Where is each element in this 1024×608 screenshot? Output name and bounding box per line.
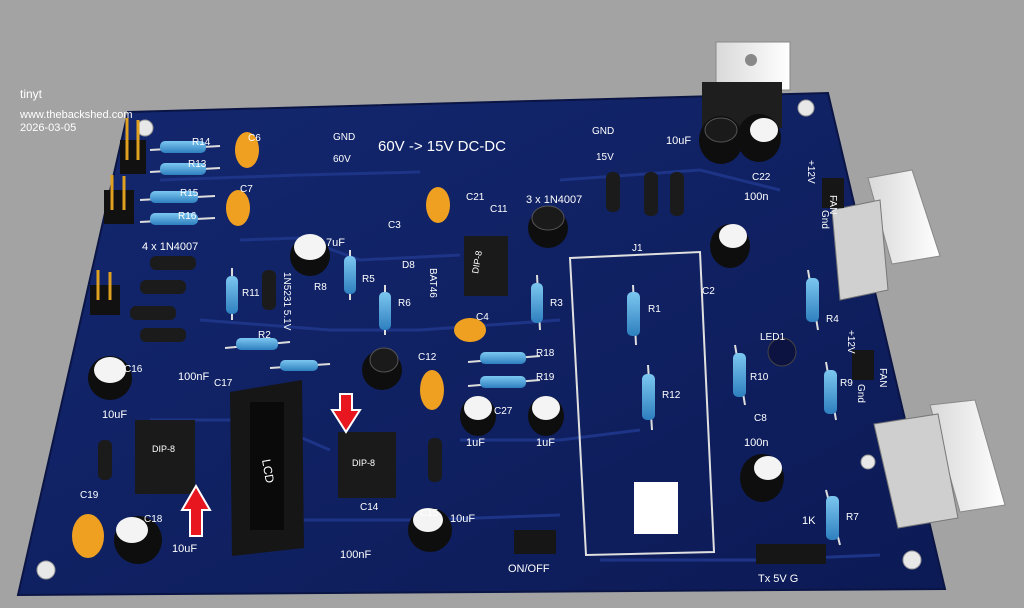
label-c27: C27 [494, 406, 513, 417]
label-1uf-b: 1uF [536, 437, 555, 449]
board-title: 60V -> 15V DC-DC [378, 138, 506, 155]
label-47uf: 7uF [326, 237, 345, 249]
label-100n-c22: 100n [744, 191, 768, 203]
label-c19: C19 [80, 490, 99, 501]
label-lcd-header: LCD [259, 458, 277, 484]
label-r10: R10 [750, 372, 769, 383]
label-1uf-a: 1uF [466, 437, 485, 449]
label-r8: R8 [314, 282, 327, 293]
label-r4: R4 [826, 314, 839, 325]
label-r19: R19 [536, 372, 555, 383]
label-onoff: ON/OFF [508, 563, 550, 575]
label-10uf-top: 10uF [666, 135, 691, 147]
label-bat46: BAT46 [427, 268, 438, 298]
annotation-arrows [180, 393, 362, 537]
voltage-regulator-right-lower [873, 399, 1006, 529]
label-r13: R13 [188, 159, 207, 170]
label-dip8-c: DIP-8 [352, 458, 375, 468]
label-c2: C2 [702, 286, 715, 297]
label-r12: R12 [662, 390, 681, 401]
watermark-user: tinyt [20, 87, 43, 101]
label-c12: C12 [418, 352, 437, 363]
label-15v: 15V [596, 152, 614, 163]
label-diodes-left: 4 x 1N4007 [142, 241, 198, 253]
label-c16: C16 [124, 364, 143, 375]
label-c6: C6 [248, 133, 261, 144]
j1-socket [568, 250, 716, 557]
label-j1: J1 [632, 243, 643, 254]
label-60v: 60V [333, 154, 351, 165]
label-fan-top-plus: +12V [805, 160, 816, 184]
label-100nf-c14: 100nF [340, 549, 371, 561]
label-c11: C11 [490, 204, 508, 215]
tantalum-capacitors [72, 132, 486, 558]
label-gnd-left: GND [333, 132, 355, 143]
dip8-chips [135, 236, 508, 498]
led-component [767, 337, 797, 367]
electrolytic-capacitors [88, 114, 784, 564]
label-fan-top: FAN [827, 195, 838, 214]
label-fan-bot-gnd: Gnd [855, 384, 866, 403]
label-r16: R16 [178, 211, 197, 222]
watermark-site: www.thebackshed.com [20, 109, 133, 121]
label-10uf-bottom: 10uF [172, 543, 197, 555]
label-10uf-c15: 10uF [450, 513, 475, 525]
label-r14: R14 [192, 137, 211, 148]
label-r5: R5 [362, 274, 375, 285]
diodes [98, 172, 684, 482]
label-fan-top-gnd: Gnd [819, 210, 830, 229]
label-c18: C18 [144, 514, 163, 525]
label-100nf-c17: 100nF [178, 371, 209, 383]
label-c3: C3 [388, 220, 401, 231]
label-c8: C8 [754, 413, 767, 424]
label-c22: C22 [752, 172, 771, 183]
label-c17: C17 [214, 378, 233, 389]
label-r9: R9 [840, 378, 853, 389]
label-diodes-top: 3 x 1N4007 [526, 194, 582, 206]
label-c7: C7 [240, 184, 253, 195]
label-c21: C21 [466, 192, 485, 203]
label-d8: D8 [402, 260, 415, 271]
resistors [139, 141, 841, 546]
label-uart: Tx 5V G [758, 573, 798, 585]
lcd-box-header [230, 380, 304, 556]
label-dip8-b: DIP-8 [152, 444, 175, 454]
label-gnd-right: GND [592, 126, 614, 137]
label-fan-bot-plus: +12V [845, 330, 856, 354]
watermark-date: 2026-03-05 [20, 122, 77, 134]
bottom-headers [514, 178, 874, 564]
pin-headers-left [90, 118, 146, 315]
watermark-block: tinyt www.thebackshed.com 2026-03-05 [20, 88, 133, 135]
label-r11: R11 [242, 288, 260, 299]
voltage-regulator-top [702, 41, 791, 128]
silkscreen-labels: 60V -> 15V DC-DC GND 60V GND 15V 3 x 1N4… [80, 126, 888, 585]
label-r3: R3 [550, 298, 563, 309]
label-c4: C4 [476, 312, 489, 323]
label-c15: C15 [420, 508, 439, 519]
label-c14: C14 [360, 502, 379, 513]
label-r6: R6 [398, 298, 411, 309]
label-10uf-left: 10uF [102, 409, 127, 421]
label-led1: LED1 [760, 332, 785, 343]
label-100n-c8: 100n [744, 437, 768, 449]
label-1k: 1K [802, 515, 816, 527]
label-fan-bot: FAN [877, 368, 888, 387]
label-r15: R15 [180, 188, 199, 199]
label-dip8-a: DIP-8 [470, 250, 484, 274]
voltage-regulator-right-upper [831, 169, 941, 301]
label-r7: R7 [846, 512, 859, 523]
label-r18: R18 [536, 348, 555, 359]
label-zener: 1N5231 5.1V [281, 272, 292, 331]
label-r2: R2 [258, 330, 271, 341]
label-r1: R1 [648, 304, 661, 315]
